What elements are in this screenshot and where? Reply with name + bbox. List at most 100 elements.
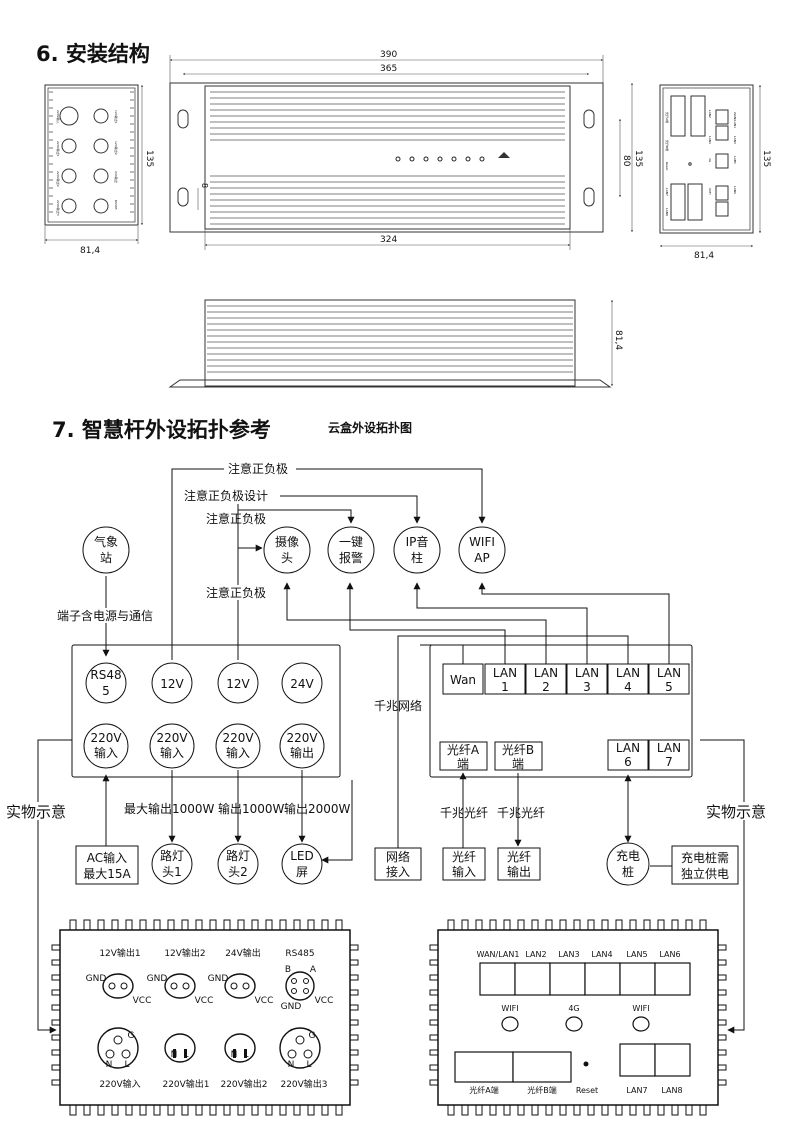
port-220v-output: 220V 输出	[279, 723, 325, 769]
port-wan: Wan	[442, 663, 484, 695]
port-lan5: LAN 5	[648, 663, 690, 695]
lp-top-2: 24V输出	[225, 947, 261, 959]
port-24v-label: 24V	[290, 677, 314, 691]
fiberA-l1: 光纤A	[447, 743, 480, 757]
lp-n-2: N	[171, 1050, 178, 1060]
rp-rj45-row	[479, 962, 691, 996]
device-charger-note: 充电桩需 独立供电	[671, 845, 739, 885]
top-view-fins	[210, 91, 565, 225]
lan1-l2: 1	[501, 680, 509, 694]
port-rs485: RS48 5	[85, 662, 127, 704]
lp-vcc-1: VCC	[133, 996, 152, 1006]
wan-label: Wan	[450, 673, 476, 687]
physical-right-panel: WAN/LAN1 LAN2 LAN3 LAN4 LAN5 LAN6 WIFI 4…	[429, 919, 727, 1116]
port-fiber-a: 光纤A 端	[439, 741, 488, 771]
right-end-label-12: WIFI	[708, 188, 712, 195]
speaker-l1: IP音	[406, 534, 429, 549]
lp-vcc-3: VCC	[255, 996, 274, 1006]
port-220v-input-2: 220V 输入	[149, 723, 195, 769]
port-lan6: LAN 6	[607, 739, 649, 771]
right-end-label-5: LAN3	[733, 136, 737, 144]
left-end-label-5: 12V输出2	[114, 141, 119, 155]
lp-top-1: 12V输出2	[164, 947, 205, 959]
lp-bot-2: 220V输出2	[220, 1078, 267, 1090]
left-end-label-1: 220V输出1	[56, 141, 61, 157]
install-top-view	[169, 82, 604, 233]
device-fiber-input: 光纤 输入	[442, 847, 486, 881]
lan2-l1: LAN	[534, 666, 558, 680]
rp-top-2: LAN3	[558, 950, 579, 959]
lp-n-1: N	[106, 1060, 113, 1070]
out220-l1: 220V	[286, 731, 318, 745]
left-end-tiny-labels: 220V输入 220V输出1 220V输出2 220V输出3 12V输出1 12…	[56, 110, 119, 216]
wifi-l1: WIFI	[469, 535, 495, 549]
dim-inner-height: 80	[621, 155, 631, 167]
lp-bot-3: 220V输出3	[280, 1078, 327, 1090]
lan2-l2: 2	[542, 680, 550, 694]
lp-l-3: L	[243, 1050, 248, 1060]
dim-height-left: 135	[144, 150, 154, 167]
rs485-l1: RS48	[90, 668, 121, 682]
lp-gnd-1: GND	[86, 974, 107, 984]
power-panel	[71, 644, 341, 778]
weather-l2: 站	[100, 551, 112, 565]
rp-ant-2: WIFI	[632, 1004, 649, 1013]
rp-bot-3: LAN7	[626, 1086, 647, 1095]
lan5-l2: 5	[665, 680, 673, 694]
port-lan2: LAN 2	[525, 663, 567, 695]
lp-bot-1: 220V输出1	[162, 1078, 209, 1090]
camera-l1: 摄像	[275, 534, 299, 549]
alarm-l1: 一键	[339, 535, 363, 549]
port-lan4: LAN 4	[607, 663, 649, 695]
lamp1-l1: 路灯	[160, 848, 184, 863]
note-physical-right: 实物示意	[706, 803, 766, 821]
charger-l1: 充电	[616, 848, 640, 863]
right-end-label-11: 4G	[708, 158, 712, 163]
note-polarity-3: 注意正负极	[206, 585, 266, 600]
port-12v-2-label: 12V	[226, 677, 250, 691]
led-l1: LED	[290, 849, 314, 863]
device-fiber-output: 光纤 输出	[497, 847, 541, 881]
note-gigabit-fiber-1: 千兆光纤	[440, 806, 488, 820]
lp-top-0: 12V输出1	[99, 947, 140, 959]
device-lamp-2: 路灯 头2	[217, 843, 259, 885]
left-end-label-3: 220V输出3	[56, 200, 61, 216]
status-leds	[395, 156, 485, 162]
fiberout-l1: 光纤	[507, 850, 531, 864]
left-end-label-7: RS485	[114, 200, 118, 210]
lp-l-2: L	[183, 1050, 188, 1060]
dim-body-length: 324	[380, 235, 397, 245]
ac-l2: 最大15A	[83, 867, 131, 881]
port-220v-input-3: 220V 输入	[215, 723, 261, 769]
rp-top-3: LAN4	[591, 950, 612, 959]
rp-bot-2: Reset	[576, 1086, 598, 1095]
left-end-dims	[44, 84, 144, 244]
right-end-tiny-labels: 光纤A端 光纤B端 Reset WAN/LAN1 LAN2 LAN3 LAN4 …	[665, 110, 737, 216]
peripheral-weather-station: 气象 站	[82, 526, 130, 574]
note-out-3: 输出2000W	[284, 801, 351, 816]
lan3-l2: 3	[583, 680, 591, 694]
network-panel	[429, 644, 693, 778]
port-24v: 24V	[281, 662, 323, 704]
rp-bot-1: 光纤B端	[527, 1085, 557, 1095]
peripheral-wifi-ap: WIFI AP	[458, 526, 506, 574]
right-end-label-9: LAN7	[665, 188, 669, 196]
device-led-screen: LED 屏	[281, 843, 323, 885]
charger-l2: 桩	[622, 864, 634, 879]
peripheral-ip-speaker: IP音 柱	[393, 526, 441, 574]
right-end-label-2: Reset	[665, 162, 669, 171]
dim-width-left: 81,4	[80, 246, 100, 256]
section-7-title: 7. 智慧杆外设拓扑参考	[52, 418, 271, 442]
right-end-dims	[659, 84, 762, 248]
dim-height-mid: 135	[633, 150, 643, 167]
dim-hole-spacing: 365	[380, 64, 397, 74]
rp-top-1: LAN2	[525, 950, 546, 959]
right-end-label-0: 光纤A端	[665, 112, 670, 123]
speaker-l2: 柱	[411, 550, 423, 565]
lan7-l1: LAN	[657, 741, 681, 755]
wifi-l2: AP	[474, 551, 489, 565]
device-network-access: 网络 接入	[374, 847, 422, 881]
lamp2-l2: 头2	[228, 865, 248, 879]
lp-vcc-2: VCC	[195, 996, 214, 1006]
